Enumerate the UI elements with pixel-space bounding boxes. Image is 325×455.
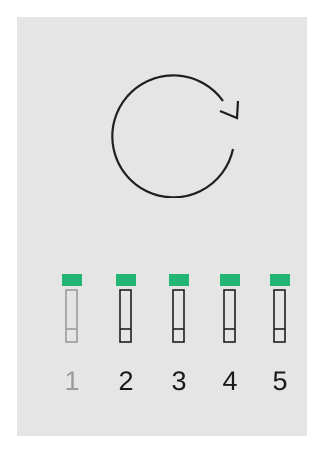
slot-1[interactable]: 1 <box>60 274 84 404</box>
slot-number: 1 <box>64 366 80 396</box>
slot-3[interactable]: 3 <box>167 274 191 404</box>
tube-icon <box>220 274 240 343</box>
slot-number: 3 <box>171 366 187 396</box>
tube-icon <box>169 274 189 343</box>
slot-number: 5 <box>272 366 288 396</box>
slot-number: 4 <box>222 366 238 396</box>
slot-5[interactable]: 5 <box>268 274 292 404</box>
tube-icon <box>116 274 136 343</box>
slot-4[interactable]: 4 <box>218 274 242 404</box>
tube-icon <box>62 274 82 343</box>
slot-2[interactable]: 2 <box>114 274 138 404</box>
slot-number: 2 <box>118 366 134 396</box>
refresh-icon[interactable] <box>105 68 255 198</box>
device-panel <box>17 17 307 436</box>
tube-icon <box>270 274 290 343</box>
